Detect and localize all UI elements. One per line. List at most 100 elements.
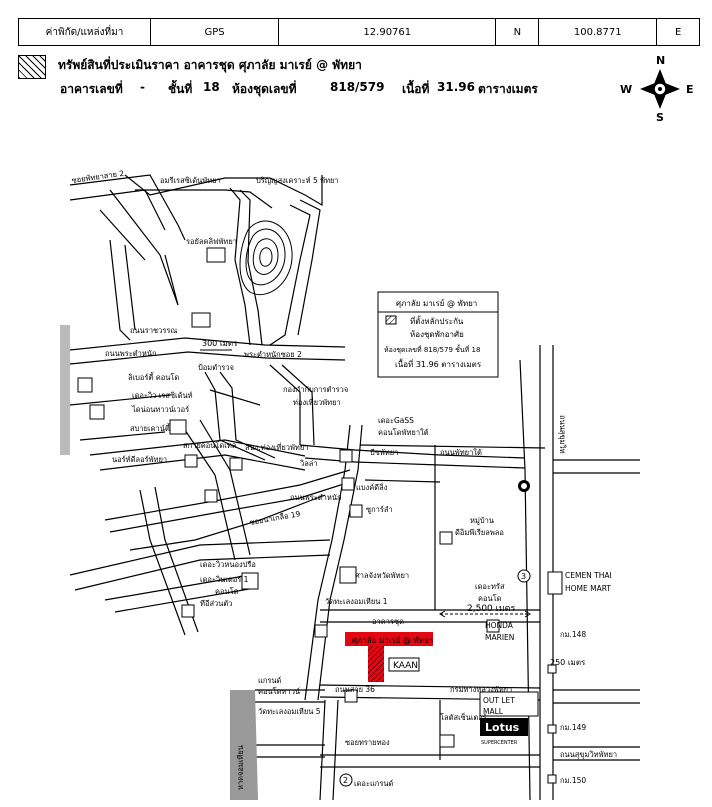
distance-2500: 2,500 เมตร [467,604,515,614]
map-label-19: ถนนพระตำหนัก [290,493,342,502]
infobox-line3: ห้องชุดเลขที่ 818/579 ชั้นที่ 18 [384,343,480,354]
map-label-37: HONDA [485,621,514,630]
map-label-2: ปริญญสงเคราะห์ 5 พัทยา [256,176,339,185]
subject-label: ศุภาลัย มาเรย์ @ พัทยา [352,635,433,645]
lake-contour [239,220,293,296]
lon-value: 100.8771 [573,26,622,38]
map-label-59: หาดจอมเทียน [236,745,245,790]
map-label-33: เดอะวินเดอร์ 1 [200,575,249,584]
lat-dir-cell: N [496,19,540,45]
unit-label: ห้องชุดเลขที่ [232,82,297,96]
unit-value: 818/579 [330,80,385,94]
map-label-12: กองกำกับการตำรวจ [283,385,348,394]
map-label-34: คอนโด [215,587,239,596]
map-label-45: OUT LET [483,696,515,705]
map-label-23: เดอะGaSS [378,416,414,425]
area-label: เนื้อที่ [402,82,430,96]
building-blocks [77,247,563,784]
map-label-21: ซอยนาเกลือ 19 [249,509,301,527]
map-label-40: HOME MART [565,584,611,593]
infobox-line4: เนื้อที่ 31.96 ตารางเมตร [395,358,482,369]
map-label-13: ท่องเที่ยวพัทยา [293,397,341,407]
building-label: อาคารเลขที่ [60,82,123,96]
lotus-logo-text: Lotus [485,721,520,734]
map-label-8: ลิเบอร์ตี้ คอนโด [128,372,180,382]
map-label-5: ถนนพระตำหนัก [105,349,157,358]
map-label-25: บีชพัทยา [370,448,399,457]
coord-label: ค่าพิกัด/แหล่งที่มา [45,26,124,38]
map-label-30: คอนโด [478,594,502,603]
subject-property: ศุภาลัย มาเรย์ @ พัทยา KAAN [345,632,433,682]
lotus-logo: Lotus SUPERCENTER [480,718,528,746]
source-value: GPS [204,26,225,38]
lotus-logo-sub: SUPERCENTER [481,740,518,746]
map-label-1: อมรีเรสซิเด้นพัทยา [160,176,221,185]
compass-w: W [620,83,632,96]
lon-dir-cell: E [657,19,699,45]
compass-e: E [686,83,694,96]
distance-300: 300 เมตร [202,339,238,348]
marker-2-circle [339,773,353,787]
source-cell: GPS [151,19,280,45]
distance-250: 250 เมตร [550,658,586,667]
marker-3-label: 3 [521,572,526,581]
floor-label: ชั้นที่ [168,82,193,96]
map-label-31: อาคารชุด [372,617,404,626]
map-label-15: สกายคอนโดเทล [183,441,236,450]
map-label-14: สนง.ท่องเที่ยวพัทยา [245,442,308,452]
map-label-28: ศาลจังหวัดพัทยา [355,571,409,580]
map-label-55: ถนนสาย 36 [335,685,375,694]
map-label-11: สบายเคาน์ตี้ [130,423,171,433]
map-label-3: รอยัลคลิฟพัทยา [186,237,237,246]
map-label-4: ถนนราชวรรณ [130,326,177,335]
map-label-20: ซูการ์ลำ [366,505,393,514]
marker-2-label: 2 [343,776,348,785]
map-label-51: กม.149 [560,723,586,732]
map-label-54: เดอะแกรนด์ [354,779,393,788]
infobox-legend: ที่ตั้งหลักประกัน [410,315,464,326]
map-label-27: ดีอิมพีเรียลพลอ [455,528,504,537]
map-label-10: ไดน่อนทาวน์เวอร์ [131,405,189,414]
map-label-24: คอนโดพัทยาใต้ [378,428,429,437]
compass-n: N [656,54,665,67]
map-label-41: ถนนสุขุมวิท [558,415,567,454]
compass-s: S [656,111,664,124]
map-label-52: ถนนสุขุมวิทพัทยา [560,750,617,759]
map-label-9: เดอะวิว เรสซิเด้นท์ [132,391,193,400]
map-label-43: วัดทะเลงอมเหียน 5 [258,707,321,716]
coordinate-header-table: ค่าพิกัด/แหล่งที่มา GPS 12.90761 N 100.8… [18,18,700,46]
lon-dir: E [674,26,682,38]
infobox-title: ศุภาลัย มาเรย์ @ พัทยา [396,298,477,308]
gas-station-icon [518,480,530,492]
legend-title: ทรัพย์สินที่ประเมินราคา อาคารชุด ศุภาลัย… [58,58,362,72]
map-label-46: MALL [483,707,504,716]
map-label-7: พระตำหนักซอย 2 [244,350,302,359]
map-label-18: แบงค์ดีลิ่ง [356,482,388,492]
road-network [69,174,640,801]
lon-cell: 100.8771 [539,19,658,45]
map-label-57: คอนโดทาวน์ [258,687,300,696]
lat-cell: 12.90761 [279,19,497,45]
kaan-label: KAAN [393,661,418,671]
marker-3-circle [517,569,531,583]
map-label-38: MARIEN [485,633,514,642]
floor-value: 18 [203,80,220,94]
map-label-58: ซอยทรายทอง [345,738,390,747]
map-label-47: กรมทางหลวงพัทยา [450,685,512,694]
infobox-line2: ห้องชุดพักอาศัย [410,330,464,339]
map-label-32: เดอะวิวหนองปรือ [200,560,256,569]
map-label-36: วัดทะเลงอมเหียน 1 [325,597,388,606]
map-label-35: ทีอีส่วนตัว [200,599,233,608]
lat-dir: N [513,26,522,38]
map-label-17: วิลล่า [299,459,317,468]
info-box: ศุภาลัย มาเรย์ @ พัทยา ที่ตั้งหลักประกัน… [377,291,499,378]
map-label-22: ถนนพัทยาใต้ [440,448,482,457]
map-label-39: CEMEN THAI [565,571,612,580]
map-label-42: กม.148 [560,630,586,639]
distance-markers [200,349,531,618]
map-label-29: เดอะทรัส [475,582,505,591]
map-label-0: ซอยพัทยาสาย 2 [71,169,125,185]
map-label-48: โลตัสเซ็นเตอร์ [440,712,487,722]
area-value: 31.96 [437,80,475,94]
